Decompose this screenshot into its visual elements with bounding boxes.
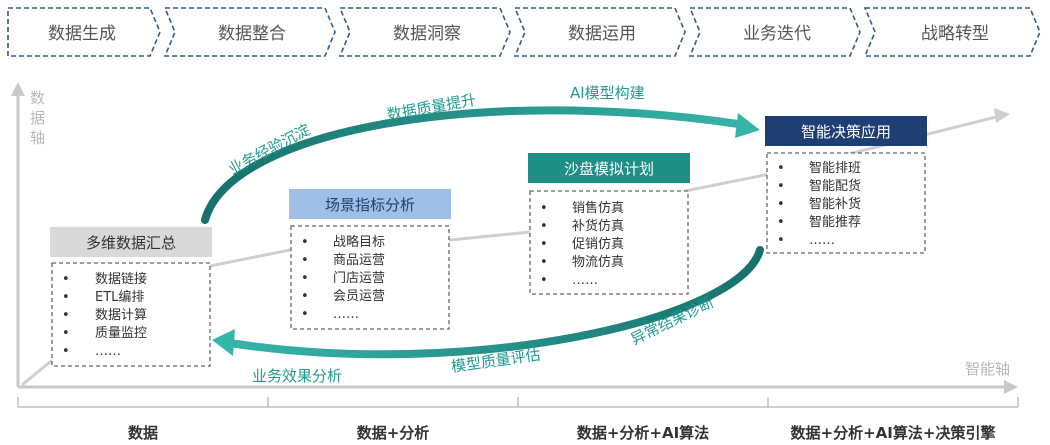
list-item: …… [809,233,835,248]
svg-text:•: • [62,344,70,359]
phase-label: 数据+分析 [357,424,430,442]
box-title-bg [528,153,690,183]
box-title-bg [289,189,451,219]
list-item: 智能排班 [809,161,861,176]
svg-text:•: • [301,235,309,250]
box-list: • 智能排班 • 智能配货 • 智能补货 • 智能推荐 • …… [777,161,861,248]
axes: 数 据 轴 智能轴 [11,82,1018,394]
list-item: 智能推荐 [809,215,861,230]
box-scenario-analysis: 场景指标分析 • 战略目标 • 商品运营 • 门店运营 • 会员运营 • …… [289,189,451,330]
stage-label: 战略转型 [921,24,989,44]
box-sandbox-simulation: 沙盘模拟计划 • 销售仿真 • 补货仿真 • 促销仿真 • 物流仿真 • …… [528,153,690,295]
svg-text:•: • [301,289,309,304]
phase-label: 数据 [128,424,158,442]
svg-text:•: • [777,161,785,176]
arc-label-effect: 业务效果分析 [252,367,342,385]
svg-text:•: • [540,255,548,270]
list-item: 数据链接 [95,271,147,287]
box-list: • 战略目标 • 商品运营 • 门店运营 • 会员运营 • …… [301,234,385,322]
lower-arc [226,246,764,359]
list-item: …… [572,273,598,288]
list-item: 补货仿真 [572,218,624,234]
list-item: 商品运营 [333,253,385,268]
stage-1: 数据生成 [7,7,161,57]
stage-label: 数据整合 [218,24,286,44]
svg-text:•: • [540,273,548,288]
trend-arrow-icon [994,108,1010,123]
svg-text:•: • [62,290,70,305]
box-list-frame [766,152,926,254]
stage-4: 数据运用 [513,7,686,57]
box-title-bg [50,227,212,257]
box-title: 沙盘模拟计划 [564,160,654,178]
svg-text:•: • [777,233,785,248]
list-item: 会员运营 [333,289,385,304]
list-item: 智能补货 [809,196,861,212]
stage-6: 战略转型 [863,7,1041,57]
svg-text:•: • [777,197,785,212]
box-title: 智能决策应用 [801,123,891,141]
svg-text:•: • [301,253,309,268]
box-title: 场景指标分析 [325,196,415,214]
svg-text:•: • [62,272,70,287]
list-item: …… [333,307,359,322]
stage-label: 数据洞察 [393,24,461,44]
x-axis-label: 智能轴 [965,360,1010,378]
lower-arc-arrow-icon [212,329,235,356]
y-axis-label: 数 据 轴 [30,89,50,147]
svg-text:•: • [777,179,785,194]
phase-label: 数据+分析+AI算法 [577,424,709,442]
x-axis-arrow-icon [1004,380,1018,394]
svg-text:•: • [301,307,309,322]
stage-label: 数据生成 [48,24,116,44]
box-title: 多维数据汇总 [86,234,176,252]
svg-text:•: • [540,219,548,234]
phase-label: 数据+分析+AI算法+决策引擎 [791,424,996,442]
list-item: ETL编排 [95,290,144,305]
list-item: 销售仿真 [572,200,624,216]
stage-label: 数据运用 [568,24,636,44]
stage-bar: 数据生成 数据整合 数据洞察 数据运用 业务迭代 战略转型 [7,7,1041,57]
list-item: 战略目标 [333,234,385,250]
stage-5: 业务迭代 [688,7,861,57]
list-item: 门店运营 [333,271,385,286]
box-list: • 数据链接 • ETL编排 • 数据计算 • 质量监控 • …… [62,271,147,359]
box-intelligent-decision: 智能决策应用 • 智能排班 • 智能配货 • 智能补货 • 智能推荐 • …… [765,116,927,254]
svg-text:•: • [540,237,548,252]
svg-text:•: • [777,215,785,230]
svg-text:•: • [540,201,548,216]
svg-text:•: • [62,308,70,323]
box-data-aggregation: 多维数据汇总 • 数据链接 • ETL编排 • 数据计算 • 质量监控 • …… [50,227,212,367]
list-item: …… [95,344,121,359]
list-item: 智能配货 [809,178,861,194]
list-item: 数据计算 [95,308,147,323]
y-axis-arrow-icon [11,82,25,96]
svg-text:•: • [301,271,309,286]
stage-label: 业务迭代 [743,24,811,44]
upper-arc [201,106,749,224]
svg-text:•: • [62,326,70,341]
list-item: 质量监控 [95,326,147,341]
phase-bracket: 数据 数据+分析 数据+分析+AI算法 数据+分析+AI算法+决策引擎 [17,397,1019,442]
list-item: 物流仿真 [572,255,624,270]
stage-3: 数据洞察 [338,7,511,57]
box-list-frame [290,225,450,330]
box-list-frame [529,190,689,295]
stage-2: 数据整合 [163,7,336,57]
box-list: • 销售仿真 • 补货仿真 • 促销仿真 • 物流仿真 • …… [540,200,624,288]
box-list-frame [51,262,211,367]
box-title-bg [765,116,927,146]
list-item: 促销仿真 [572,237,624,252]
arc-label-ai-model: AI模型构建 [570,84,645,102]
upper-arc-arrow-icon [735,113,760,138]
